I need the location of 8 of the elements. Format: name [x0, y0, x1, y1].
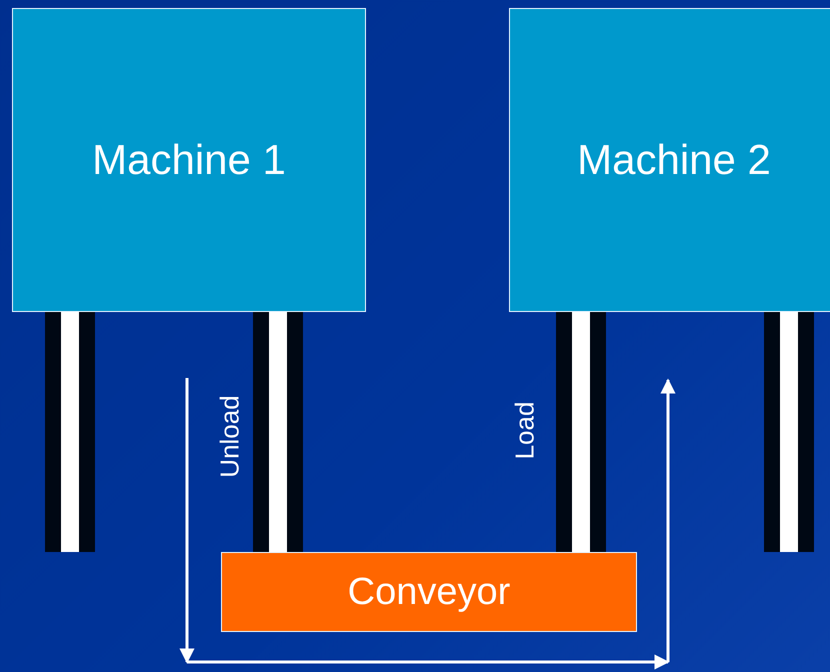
node-label: Machine 2	[577, 136, 771, 184]
node-label: Conveyor	[348, 570, 510, 614]
conveyor-box	[221, 552, 637, 632]
side-label: Load	[509, 401, 540, 459]
machine-box	[509, 8, 830, 312]
side-label: Unload	[214, 394, 246, 478]
machine-box	[12, 8, 366, 312]
node-label: Machine 1	[92, 136, 286, 184]
